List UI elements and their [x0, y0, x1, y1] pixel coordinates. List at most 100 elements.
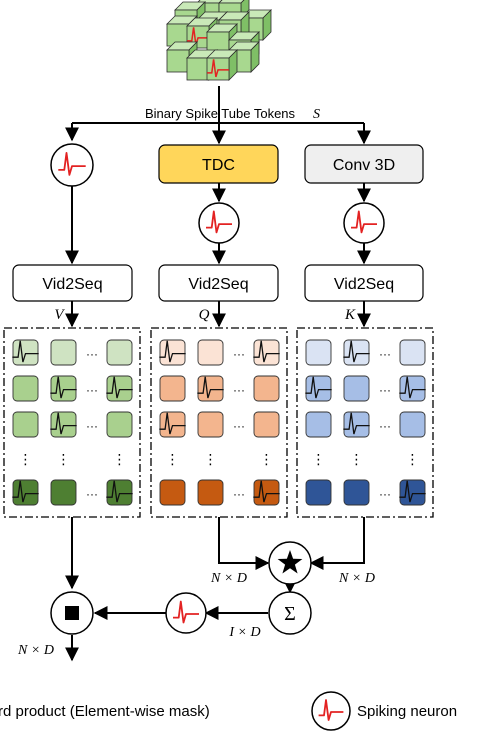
v-spiking-neuron	[50, 143, 94, 187]
legend-spiking-neuron-icon	[311, 691, 351, 731]
ellipsis-h: ···	[233, 487, 245, 501]
out-dim-label: N × D	[17, 643, 54, 658]
token-cell	[106, 411, 133, 438]
spike-waveform-icon	[159, 340, 186, 363]
spike-waveform-icon	[343, 340, 370, 363]
spike-waveform-icon	[12, 480, 39, 503]
bottom-connectors	[65, 517, 365, 662]
ellipsis-v: ⋮	[166, 451, 180, 467]
token-cell	[159, 375, 186, 402]
token-cell	[50, 479, 77, 506]
k-symbol: K	[344, 307, 356, 323]
token-cell	[343, 375, 370, 402]
token-cell	[159, 411, 186, 438]
token-cell	[12, 375, 39, 402]
v-token-grid: ············⋮⋮⋮	[3, 327, 141, 518]
tokens-symbol: S	[313, 107, 320, 122]
spike-waveform-icon	[58, 152, 86, 176]
token-grid-frame	[150, 327, 288, 518]
spike-waveform-icon	[305, 376, 332, 399]
legend: rd product (Element-wise mask) Spiking n…	[0, 691, 457, 731]
attn-dim-label: I × D	[228, 625, 260, 640]
q-dim-label: N × D	[210, 571, 247, 586]
spike-waveform-icon	[159, 412, 186, 435]
token-cell	[159, 479, 186, 506]
spike-waveform-icon	[318, 699, 344, 721]
ellipsis-v: ⋮	[204, 451, 218, 467]
ellipsis-v: ⋮	[406, 451, 420, 467]
token-cell	[197, 339, 224, 366]
box-to-neuron-connectors	[212, 183, 371, 203]
legend-neuron-text: Spiking neuron	[357, 703, 457, 720]
token-cell	[106, 339, 133, 366]
to-vid2seq-connectors	[65, 186, 371, 265]
spike-waveform-icon	[187, 27, 209, 46]
ellipsis-v: ⋮	[260, 451, 274, 467]
vid2seq-label-q: Vid2Seq	[188, 276, 248, 293]
token-cell	[253, 375, 280, 402]
ellipsis-h: ···	[233, 347, 245, 361]
token-cell	[253, 411, 280, 438]
ellipsis-h: ···	[86, 383, 98, 397]
ellipsis-h: ···	[233, 419, 245, 433]
token-cell	[399, 479, 426, 506]
spike-tube-cubes	[166, 0, 272, 81]
vid2seq-label-k: Vid2Seq	[334, 276, 394, 293]
spike-waveform-icon	[50, 412, 77, 435]
q-token-grid: ··· ··· ··· ··· ⋮ ⋮ ⋮	[150, 327, 288, 518]
spike-waveform-icon	[50, 376, 77, 399]
token-cell	[305, 411, 332, 438]
spike-waveform-icon	[399, 480, 426, 503]
token-cell	[305, 479, 332, 506]
token-cell	[50, 375, 77, 402]
hadamard-node	[50, 591, 94, 635]
ellipsis-v: ⋮	[113, 451, 127, 467]
token-cell	[343, 411, 370, 438]
ellipsis-v: ⋮	[350, 451, 364, 467]
token-cell	[253, 339, 280, 366]
k-token-grid: ············⋮⋮⋮	[296, 327, 434, 518]
spike-waveform-icon	[173, 600, 199, 624]
star-icon	[277, 550, 303, 574]
ellipsis-h: ···	[379, 347, 391, 361]
spike-tube-cube	[228, 41, 260, 73]
ellipsis-v: ⋮	[57, 451, 71, 467]
ellipsis-h: ···	[379, 383, 391, 397]
v-symbol: V	[54, 307, 65, 323]
token-cell	[305, 375, 332, 402]
spike-waveform-icon	[106, 376, 133, 399]
attn-spiking-neuron	[165, 592, 207, 634]
token-cell	[399, 375, 426, 402]
ellipsis-h: ···	[379, 419, 391, 433]
token-cell	[343, 479, 370, 506]
token-cell	[197, 411, 224, 438]
ellipsis-v: ⋮	[19, 451, 33, 467]
vqk-connectors	[65, 301, 371, 328]
q-spiking-neuron	[198, 202, 240, 244]
token-cell	[50, 339, 77, 366]
spike-waveform-icon	[253, 480, 280, 503]
sum-node: Σ	[268, 591, 312, 635]
spike-tube-cube	[206, 49, 238, 81]
token-cell	[159, 339, 186, 366]
tokens-label: Binary Spike Tube Tokens	[145, 106, 296, 121]
tdc-label: TDC	[202, 157, 235, 174]
token-cell	[12, 479, 39, 506]
ellipsis-h: ···	[86, 419, 98, 433]
token-cell	[197, 375, 224, 402]
ellipsis-v: ⋮	[312, 451, 326, 467]
top-connectors	[65, 86, 371, 145]
qk-product-node	[268, 541, 312, 585]
ellipsis-h: ···	[233, 383, 245, 397]
token-cell	[399, 411, 426, 438]
token-cell	[12, 411, 39, 438]
spike-waveform-icon	[106, 480, 133, 503]
q-symbol: Q	[199, 307, 210, 323]
spike-waveform-icon	[206, 210, 232, 234]
hadamard-square-icon	[65, 606, 79, 620]
spike-waveform-icon	[351, 210, 377, 234]
k-spiking-neuron	[343, 202, 385, 244]
token-cell	[106, 375, 133, 402]
token-cell	[305, 339, 332, 366]
